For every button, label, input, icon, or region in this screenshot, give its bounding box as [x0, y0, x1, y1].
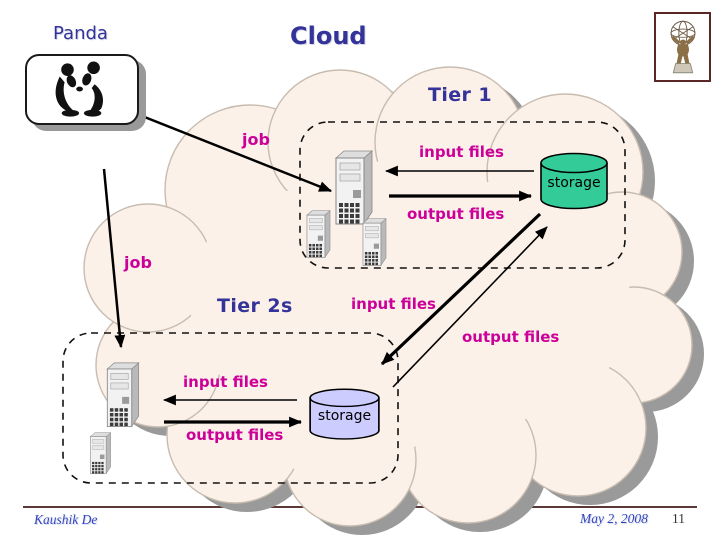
tier1-box: [299, 121, 626, 269]
transfer-output-files-label: output files: [462, 328, 560, 346]
slide-title: Cloud: [290, 22, 367, 50]
panda-icon: [55, 60, 104, 117]
tier2-server-small-icon: [87, 432, 114, 476]
tier2-job-arrow: [102, 168, 126, 349]
panda-label: Panda: [53, 23, 108, 44]
cloud-fill: [190, 160, 630, 480]
tier2-input-files-label: input files: [183, 373, 268, 391]
footer-page-number: 11: [672, 511, 685, 526]
tier1-server-small-icon: [305, 210, 332, 260]
atlas-logo-box: [654, 12, 711, 82]
tier1-storage: storage: [538, 151, 610, 213]
footer-author: Kaushik De: [34, 512, 98, 527]
tier2-output-files-label: output files: [186, 426, 284, 444]
tier1-job-arrow: [141, 114, 333, 193]
tier1-job-label: job: [242, 130, 270, 149]
tier2-storage-cylinder-icon: [309, 388, 380, 440]
tier1-storage-label: storage: [547, 175, 601, 191]
transfer-input-files-label: input files: [351, 295, 436, 313]
tier1-server-small-icon: [361, 218, 388, 268]
tier1-server-large-icon: [334, 150, 374, 228]
tier1-input-files-label: input files: [419, 143, 504, 161]
tier2-job-label: job: [124, 253, 152, 272]
tier2-storage: storage: [307, 387, 382, 443]
panda-logo-box: [25, 54, 139, 125]
tier2-label: Tier 2s: [217, 295, 293, 317]
transfer-input-arrow: [380, 212, 542, 366]
tier1-label: Tier 1: [428, 84, 492, 106]
footer-date: May 2, 2008: [580, 511, 648, 526]
tier2-storage-label: storage: [317, 408, 372, 424]
tier1-storage-cylinder-icon: [540, 152, 608, 210]
tier2-server-large-icon: [103, 362, 143, 430]
tier2-box: [62, 332, 399, 484]
tier1-output-files-label: output files: [407, 205, 505, 223]
atlas-icon: [670, 20, 695, 74]
transfer-output-arrow: [392, 226, 548, 388]
